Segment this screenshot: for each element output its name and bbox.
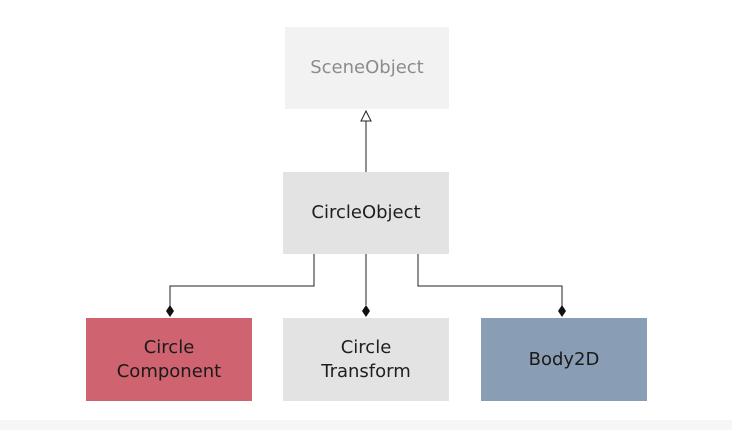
composition-diamond-transform xyxy=(362,305,370,317)
edge-composition-body2d xyxy=(417,254,563,307)
node-scene-object: SceneObject xyxy=(285,27,449,109)
node-body2d: Body2D xyxy=(481,318,647,401)
node-circle-transform: Circle Transform xyxy=(283,318,449,401)
bottom-strip xyxy=(0,420,732,430)
node-label: Circle Transform xyxy=(321,336,411,382)
composition-diamond-body2d xyxy=(558,305,566,317)
node-label: SceneObject xyxy=(310,57,424,78)
node-circle-component: Circle Component xyxy=(86,318,252,401)
composition-diamond-component xyxy=(166,305,174,317)
node-label: CircleObject xyxy=(311,202,421,223)
node-label: Circle Component xyxy=(116,336,222,382)
edge-composition-component xyxy=(169,254,315,307)
node-label: Body2D xyxy=(528,348,600,370)
node-circle-object: CircleObject xyxy=(283,172,449,254)
inheritance-arrowhead xyxy=(360,109,372,122)
